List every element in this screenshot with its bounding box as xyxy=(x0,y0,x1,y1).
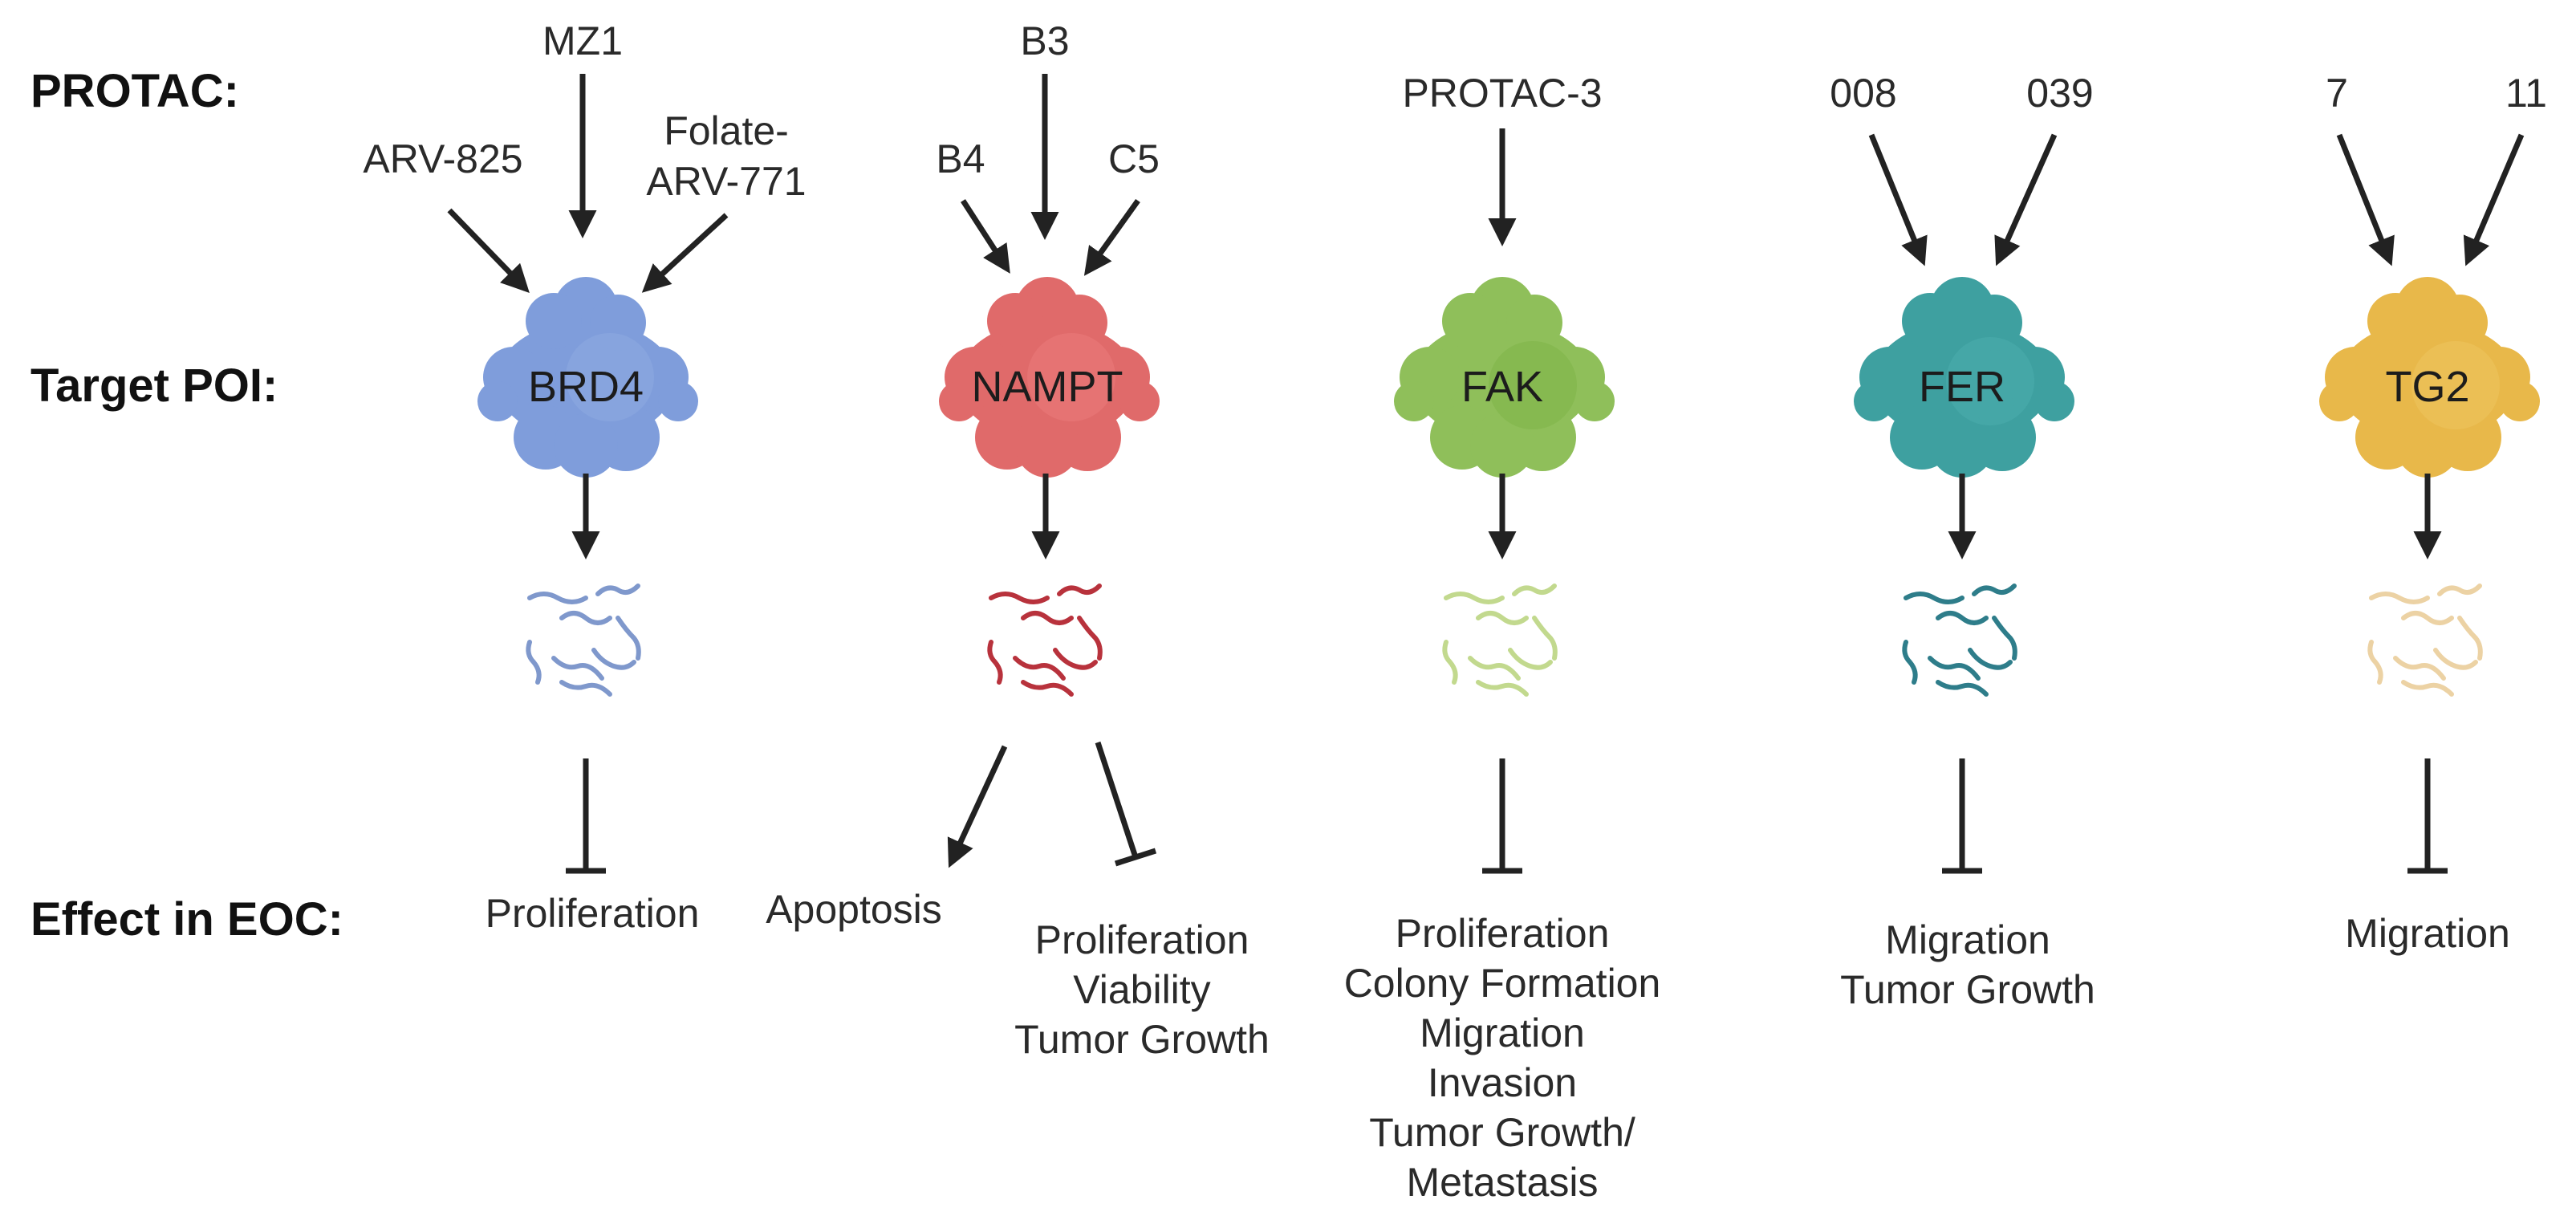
column-tg2: 7 11 TG2 Migration xyxy=(2319,71,2547,956)
column-nampt: B3 B4 C5 NAMPT Ap xyxy=(766,18,1270,1062)
row-label-effect: Effect in EOC: xyxy=(30,893,343,945)
effect-nampt-tumor-growth: Tumor Growth xyxy=(1014,1017,1270,1062)
protein-label-fak: FAK xyxy=(1461,363,1543,411)
protein-label-fer: FER xyxy=(1919,363,2005,411)
protac-label-b3: B3 xyxy=(1020,18,1069,63)
effect-fak-colony-formation: Colony Formation xyxy=(1344,961,1661,1006)
effect-fak-tumor-growth: Tumor Growth/ xyxy=(1369,1110,1635,1155)
inhibit-line-brd4 xyxy=(566,758,606,874)
inhibit-line-fer xyxy=(1942,758,1982,874)
protac-label-008: 008 xyxy=(1830,71,1896,116)
protac-label-folate: Folate- xyxy=(664,108,789,153)
rna-squiggles-fer xyxy=(1902,584,2017,697)
protac-label-protac-3: PROTAC-3 xyxy=(1402,71,1602,116)
column-fak: PROTAC-3 FAK Proliferation Colony Fo xyxy=(1344,71,1661,1205)
row-label-target-poi: Target POI: xyxy=(30,360,278,412)
effect-fer-tumor-growth: Tumor Growth xyxy=(1840,967,2095,1012)
protac-label-11: 11 xyxy=(2505,71,2547,116)
effect-nampt-viability: Viability xyxy=(1073,967,1210,1012)
protein-label-brd4: BRD4 xyxy=(528,363,644,411)
rna-squiggles-tg2 xyxy=(2367,584,2483,697)
arrow-arv771-to-brd4 xyxy=(641,213,729,293)
inhibit-line-tg2 xyxy=(2407,758,2448,874)
protac-label-arv-825: ARV-825 xyxy=(363,136,522,181)
protein-label-tg2: TG2 xyxy=(2385,363,2469,411)
arrow-039-to-fer xyxy=(1994,133,2058,266)
effect-brd4-proliferation: Proliferation xyxy=(486,891,700,936)
effect-nampt-apoptosis: Apoptosis xyxy=(766,887,942,932)
protac-label-7: 7 xyxy=(2326,71,2348,116)
effect-fak-invasion: Invasion xyxy=(1428,1060,1577,1105)
effect-fak-proliferation: Proliferation xyxy=(1396,911,1610,956)
effect-fak-migration: Migration xyxy=(1420,1010,1585,1055)
inhibit-line-nampt xyxy=(1095,741,1157,867)
inhibit-line-fak xyxy=(1482,758,1522,874)
arrow-11-to-tg2 xyxy=(2463,133,2525,266)
row-label-protac: PROTAC: xyxy=(30,65,239,117)
protac-label-039: 039 xyxy=(2026,71,2093,116)
protein-blob-tg2 xyxy=(2319,277,2540,478)
rna-squiggles-fak xyxy=(1442,584,1558,697)
protein-blob-fak xyxy=(1394,277,1615,478)
protein-blob-brd4 xyxy=(477,277,698,478)
column-fer: 008 039 FER Migration Tumor xyxy=(1830,71,2095,1012)
arrow-7-to-tg2 xyxy=(2336,133,2395,266)
arrow-nampt-to-apoptosis xyxy=(947,745,1008,868)
protac-label-mz1: MZ1 xyxy=(542,18,623,63)
rna-squiggles-nampt xyxy=(987,584,1103,697)
arrow-arv825-to-brd4 xyxy=(447,208,530,294)
effect-fer-migration: Migration xyxy=(1885,917,2050,962)
effect-nampt-proliferation: Proliferation xyxy=(1035,917,1249,962)
protac-label-arv-771: ARV-771 xyxy=(646,159,806,204)
protac-label-b4: B4 xyxy=(936,136,985,181)
rna-squiggles-brd4 xyxy=(526,584,641,697)
arrow-008-to-fer xyxy=(1868,133,1928,266)
column-brd4: MZ1 ARV-825 Folate- ARV-771 BRD4 xyxy=(363,18,806,936)
protein-label-nampt: NAMPT xyxy=(972,363,1123,411)
protein-blob-nampt xyxy=(939,277,1160,478)
protac-label-c5: C5 xyxy=(1108,136,1160,181)
arrow-c5-to-nampt xyxy=(1083,198,1140,276)
effect-tg2-migration: Migration xyxy=(2345,911,2510,956)
arrow-b4-to-nampt xyxy=(961,199,1010,274)
protein-blob-fer xyxy=(1854,277,2074,478)
effect-fak-metastasis: Metastasis xyxy=(1407,1160,1599,1205)
